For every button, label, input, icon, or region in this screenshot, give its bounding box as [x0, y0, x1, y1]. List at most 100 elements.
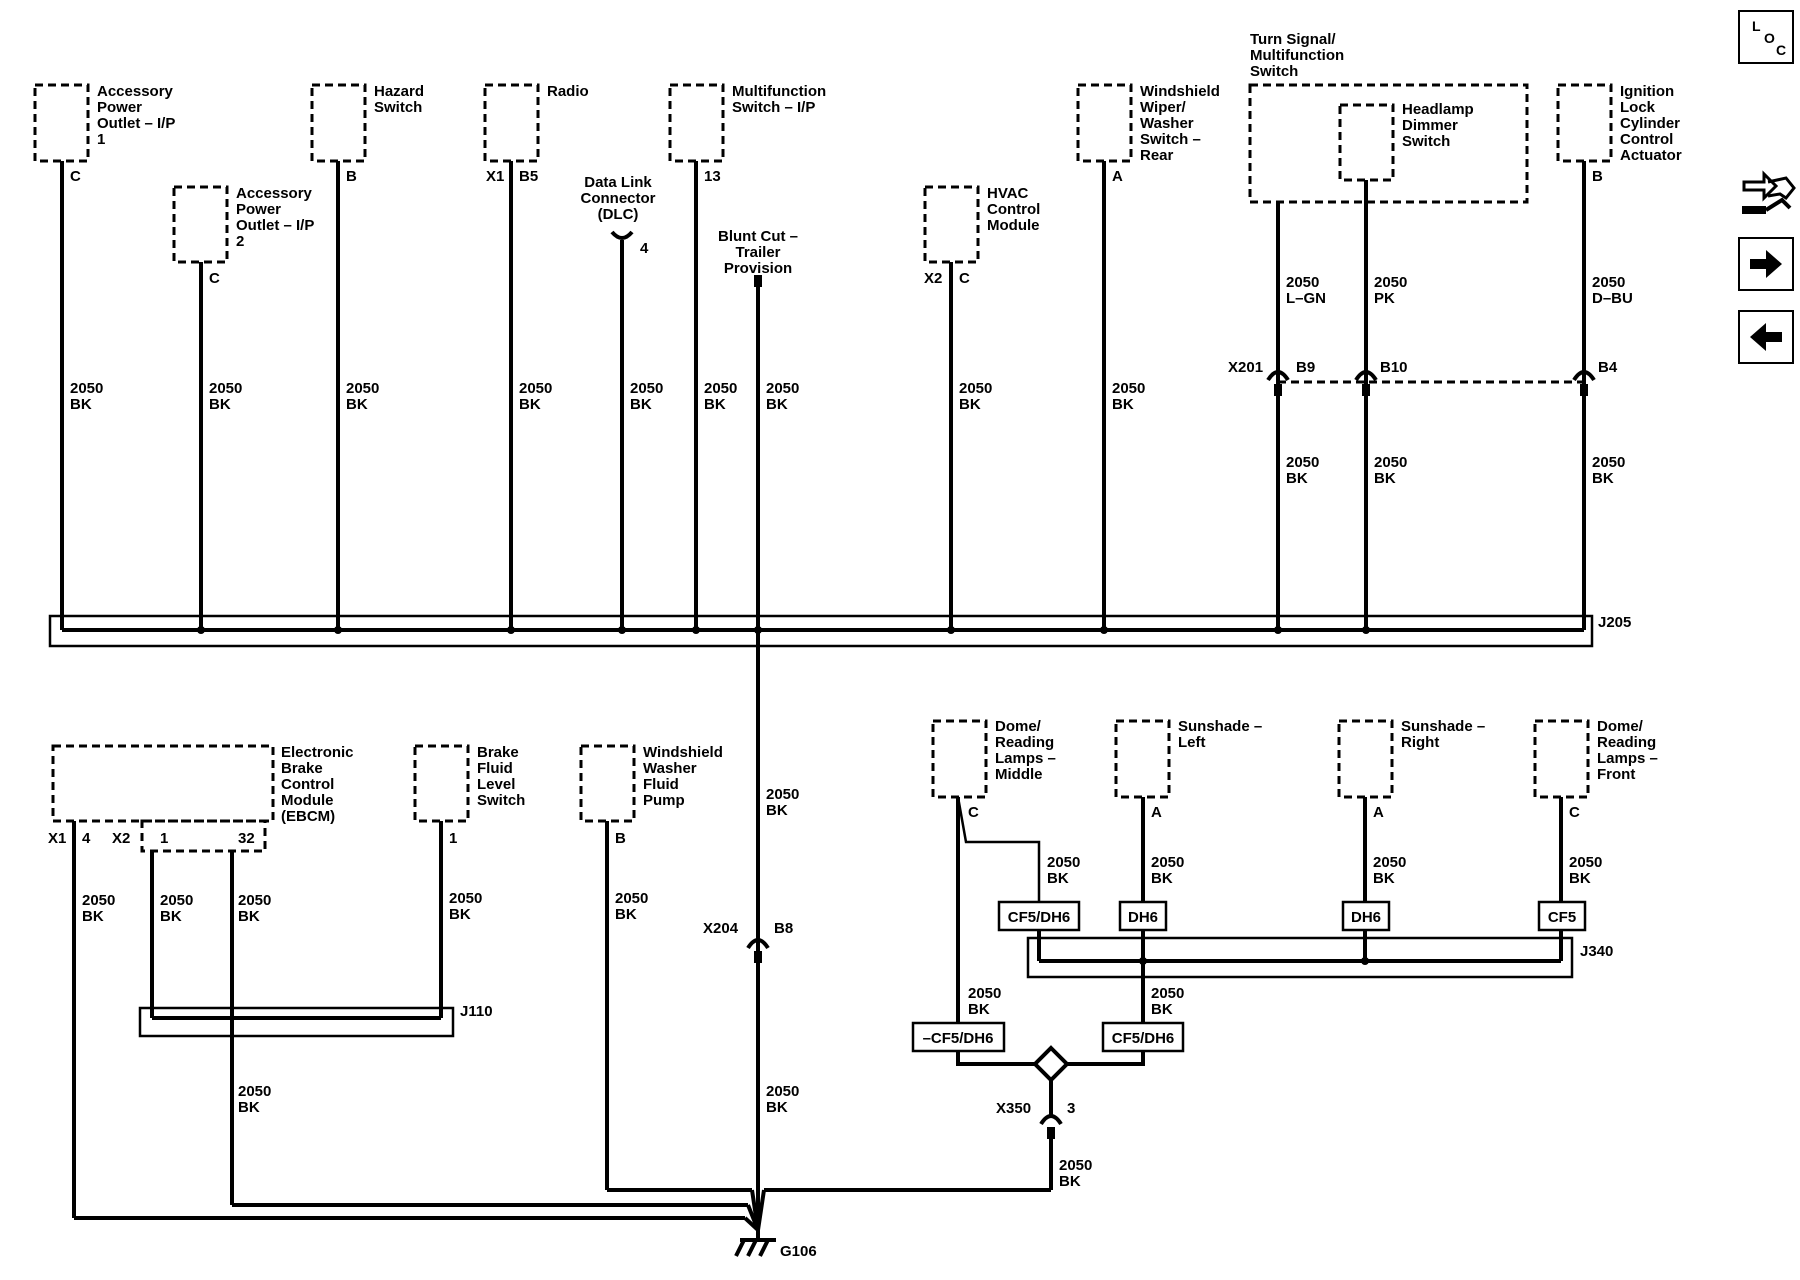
wiper-switch-box — [1076, 83, 1133, 163]
wire-blunt-color: BK — [766, 396, 788, 413]
wire-j340-mid-circuit: 2050 — [1151, 985, 1184, 1002]
dlc-connector-symbol — [610, 230, 634, 240]
wire-radio-color: BK — [519, 396, 541, 413]
wire-sun-right-color: BK — [1373, 870, 1395, 887]
j340-label: J340 — [1580, 943, 1613, 960]
dome-front-box — [1533, 719, 1590, 799]
wire-x204-upper-color: BK — [766, 802, 788, 819]
option-cf5dh6-c-text: CF5/DH6 — [1112, 1030, 1175, 1047]
wire-hazard-circuit: 2050 — [346, 380, 379, 397]
wire-x201-b4-circuit: 2050 — [1592, 454, 1625, 471]
wire-headlamp-color: PK — [1374, 290, 1395, 307]
radio-label: Radio — [547, 83, 589, 100]
location-button[interactable]: L O C — [1738, 10, 1794, 64]
j205-label: J205 — [1598, 614, 1631, 631]
wire-brake-circuit: 2050 — [449, 890, 482, 907]
wire-j340-mid-color: BK — [1151, 1001, 1173, 1018]
wire-sun-left-color: BK — [1151, 870, 1173, 887]
sunshade-left-label: Sunshade –Left — [1178, 718, 1262, 751]
ignition-actuator-box — [1556, 83, 1613, 163]
radio-box — [483, 83, 540, 163]
wire-sun-left-circuit: 2050 — [1151, 854, 1184, 871]
washer-pump-box — [579, 744, 636, 823]
wire-ebcm-ground-color: BK — [238, 1099, 260, 1116]
wire-brake-color: BK — [449, 906, 471, 923]
wire-hazard-color: BK — [346, 396, 368, 413]
dome-middle-box — [931, 719, 988, 799]
wire-ign-top-color: D–BU — [1592, 290, 1633, 307]
wire-multi-color: BK — [704, 396, 726, 413]
wire-ign-top-circuit: 2050 — [1592, 274, 1625, 291]
j340-splice — [1026, 936, 1574, 979]
j205-splice — [48, 614, 1594, 648]
wire-x201-b9-circuit: 2050 — [1286, 454, 1319, 471]
wire-acc1-color: BK — [70, 396, 92, 413]
sunshade-right-label: Sunshade –Right — [1401, 718, 1485, 751]
wire-turn-signal-circuit: 2050 — [1286, 274, 1319, 291]
wire-dlc-color: BK — [630, 396, 652, 413]
x350-label: X350 — [996, 1100, 1031, 1117]
previous-button[interactable] — [1738, 310, 1794, 364]
acc-outlet-2-box — [172, 185, 229, 264]
option-dh6-b-text: DH6 — [1351, 909, 1381, 926]
multifunction-switch-box — [668, 83, 725, 163]
wire-ebcm-32-color: BK — [238, 908, 260, 925]
wire-acc2-color: BK — [209, 396, 231, 413]
option-cf5dh6-b-text: –CF5/DH6 — [923, 1030, 994, 1047]
next-button[interactable] — [1738, 237, 1794, 291]
splice-diamond — [1032, 1045, 1070, 1083]
wire-j340-left-circuit: 2050 — [968, 985, 1001, 1002]
wire-acc2-circuit: 2050 — [209, 380, 242, 397]
connector-icon[interactable] — [1738, 170, 1796, 220]
wire-x201-b4-color: BK — [1592, 470, 1614, 487]
wire-x201-b9-color: BK — [1286, 470, 1308, 487]
wire-x204-lower-circuit: 2050 — [766, 1083, 799, 1100]
wire-ebcm-ground-circuit: 2050 — [238, 1083, 271, 1100]
wire-x204-lower-color: BK — [766, 1099, 788, 1116]
wire-x201-b10-circuit: 2050 — [1374, 454, 1407, 471]
wire-acc1-circuit: 2050 — [70, 380, 103, 397]
pin-dome-front: C — [1569, 804, 1580, 821]
wire-headlamp-circuit: 2050 — [1374, 274, 1407, 291]
brake-fluid-box — [413, 744, 470, 823]
j110-splice — [138, 1006, 455, 1038]
conn-ebcm-x1: X1 — [48, 830, 66, 847]
pin-pump: B — [615, 830, 626, 847]
wire-x204-upper-circuit: 2050 — [766, 786, 799, 803]
wire-turn-signal-color: L–GN — [1286, 290, 1326, 307]
x201-label: X201 — [1228, 359, 1263, 376]
conn-ebcm-x2: X2 — [112, 830, 130, 847]
wire-x350-circuit: 2050 — [1059, 1157, 1092, 1174]
pin-sun-right: A — [1373, 804, 1384, 821]
conn-hvac: X2 — [924, 270, 942, 287]
wire-pump-circuit: 2050 — [615, 890, 648, 907]
pin-dome-mid: C — [968, 804, 979, 821]
pin-acc1: C — [70, 168, 81, 185]
ebcm-box — [51, 744, 275, 823]
wire-dome-mid-color: BK — [1047, 870, 1069, 887]
loc-o: O — [1764, 30, 1775, 46]
x201-b4-label: B4 — [1598, 359, 1618, 376]
ebcm-x2-box — [140, 819, 267, 853]
wire-radio-circuit: 2050 — [519, 380, 552, 397]
wire-j340-left-color: BK — [968, 1001, 990, 1018]
pin-brake: 1 — [449, 830, 457, 847]
pin-ebcm-1: 1 — [160, 830, 168, 847]
wire-sun-right-circuit: 2050 — [1373, 854, 1406, 871]
pin-dlc: 4 — [640, 240, 649, 257]
wire-dome-mid-circuit: 2050 — [1047, 854, 1080, 871]
wire-multi-circuit: 2050 — [704, 380, 737, 397]
wire-dome-front-color: BK — [1569, 870, 1591, 887]
loc-l: L — [1752, 18, 1761, 34]
